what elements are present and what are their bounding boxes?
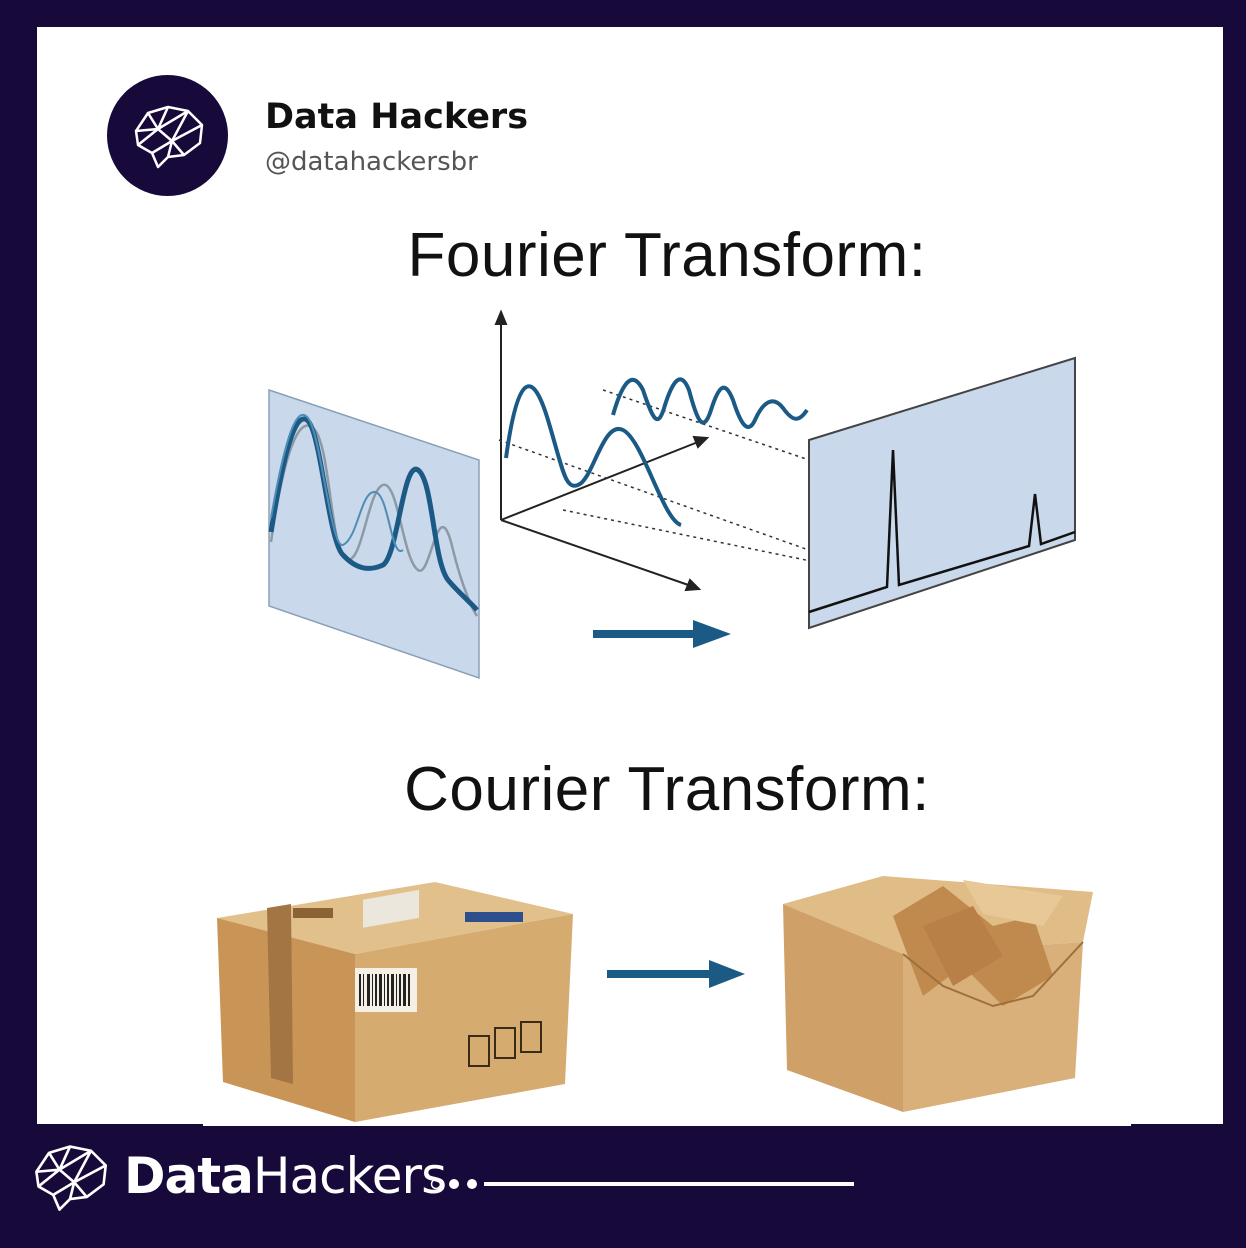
account-name[interactable]: Data Hackers [265, 97, 529, 137]
fourier-title: Fourier Transform: [407, 221, 927, 290]
footer-brand-light: Hackers [252, 1147, 447, 1205]
brain-network-icon [35, 1145, 108, 1211]
courier-illustration [217, 876, 1093, 1122]
meme-image: Fourier Transform: [203, 220, 1131, 1126]
axes-3d [494, 309, 710, 592]
post-card: Data Hackers @datahackersbr Fourier Tran… [37, 27, 1223, 1126]
brain-network-icon [134, 105, 203, 168]
frequency-waves [504, 377, 809, 527]
courier-title: Courier Transform: [404, 755, 930, 824]
intact-box [217, 882, 573, 1122]
avatar[interactable] [107, 75, 228, 196]
transform-arrow [593, 620, 731, 648]
footer-brand-bold: Data [124, 1147, 254, 1205]
time-domain-panel [268, 388, 480, 680]
footer-brand: DataHackers [124, 1147, 447, 1205]
fourier-illustration [268, 309, 1076, 680]
account-handle[interactable]: @datahackersbr [265, 147, 478, 177]
handling-symbols-icon [468, 1021, 542, 1067]
courier-arrow [607, 960, 745, 988]
frequency-domain-panel [808, 356, 1076, 630]
barcode-icon [355, 968, 417, 1012]
damaged-box [783, 876, 1093, 1112]
dots-pager-icon[interactable] [428, 1176, 858, 1192]
